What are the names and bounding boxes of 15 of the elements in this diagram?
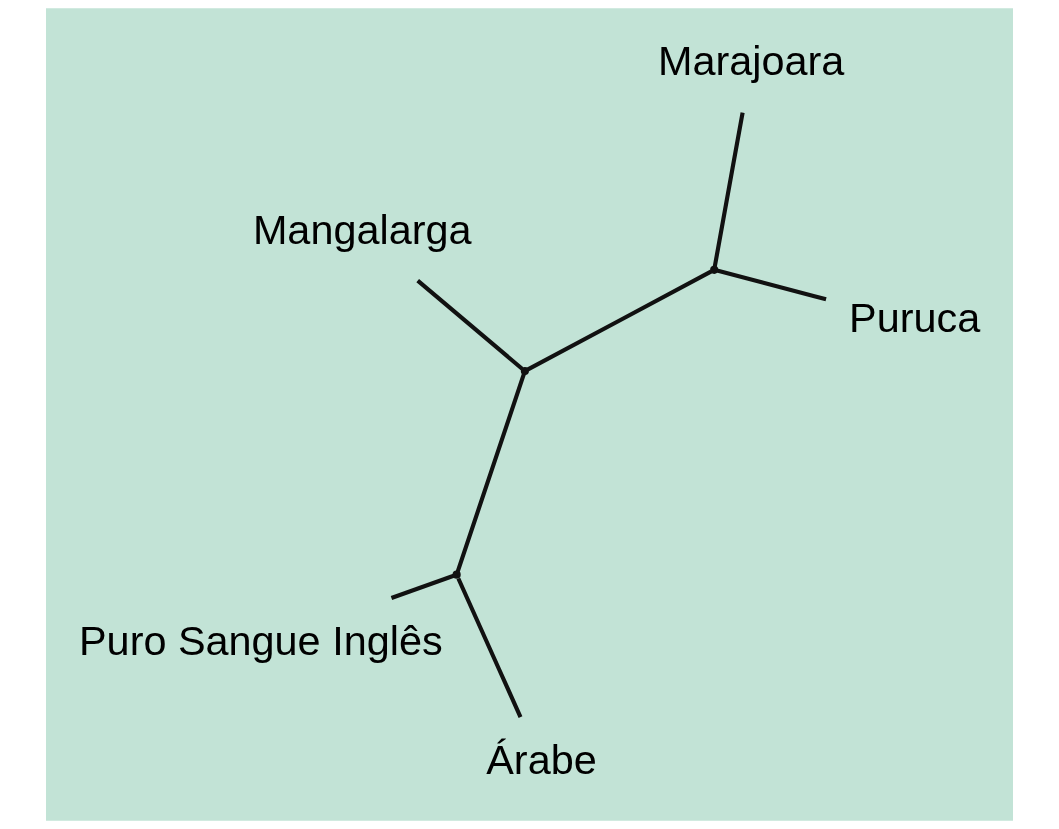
node-point [710,265,719,274]
node-text: Mangalarga [252,206,472,253]
connector [526,269,713,372]
connector [390,573,455,600]
node-point [452,570,461,579]
node-text: Puro Sangue Inglês [79,617,443,664]
connector [456,577,523,718]
connector [716,268,827,302]
connector [416,279,524,371]
node-text: Árabe [486,736,597,783]
node-text: Marajoara [658,38,845,84]
connector [712,112,745,268]
connector [455,373,526,573]
node-point [520,367,529,376]
node-text: Puruca [849,295,981,342]
